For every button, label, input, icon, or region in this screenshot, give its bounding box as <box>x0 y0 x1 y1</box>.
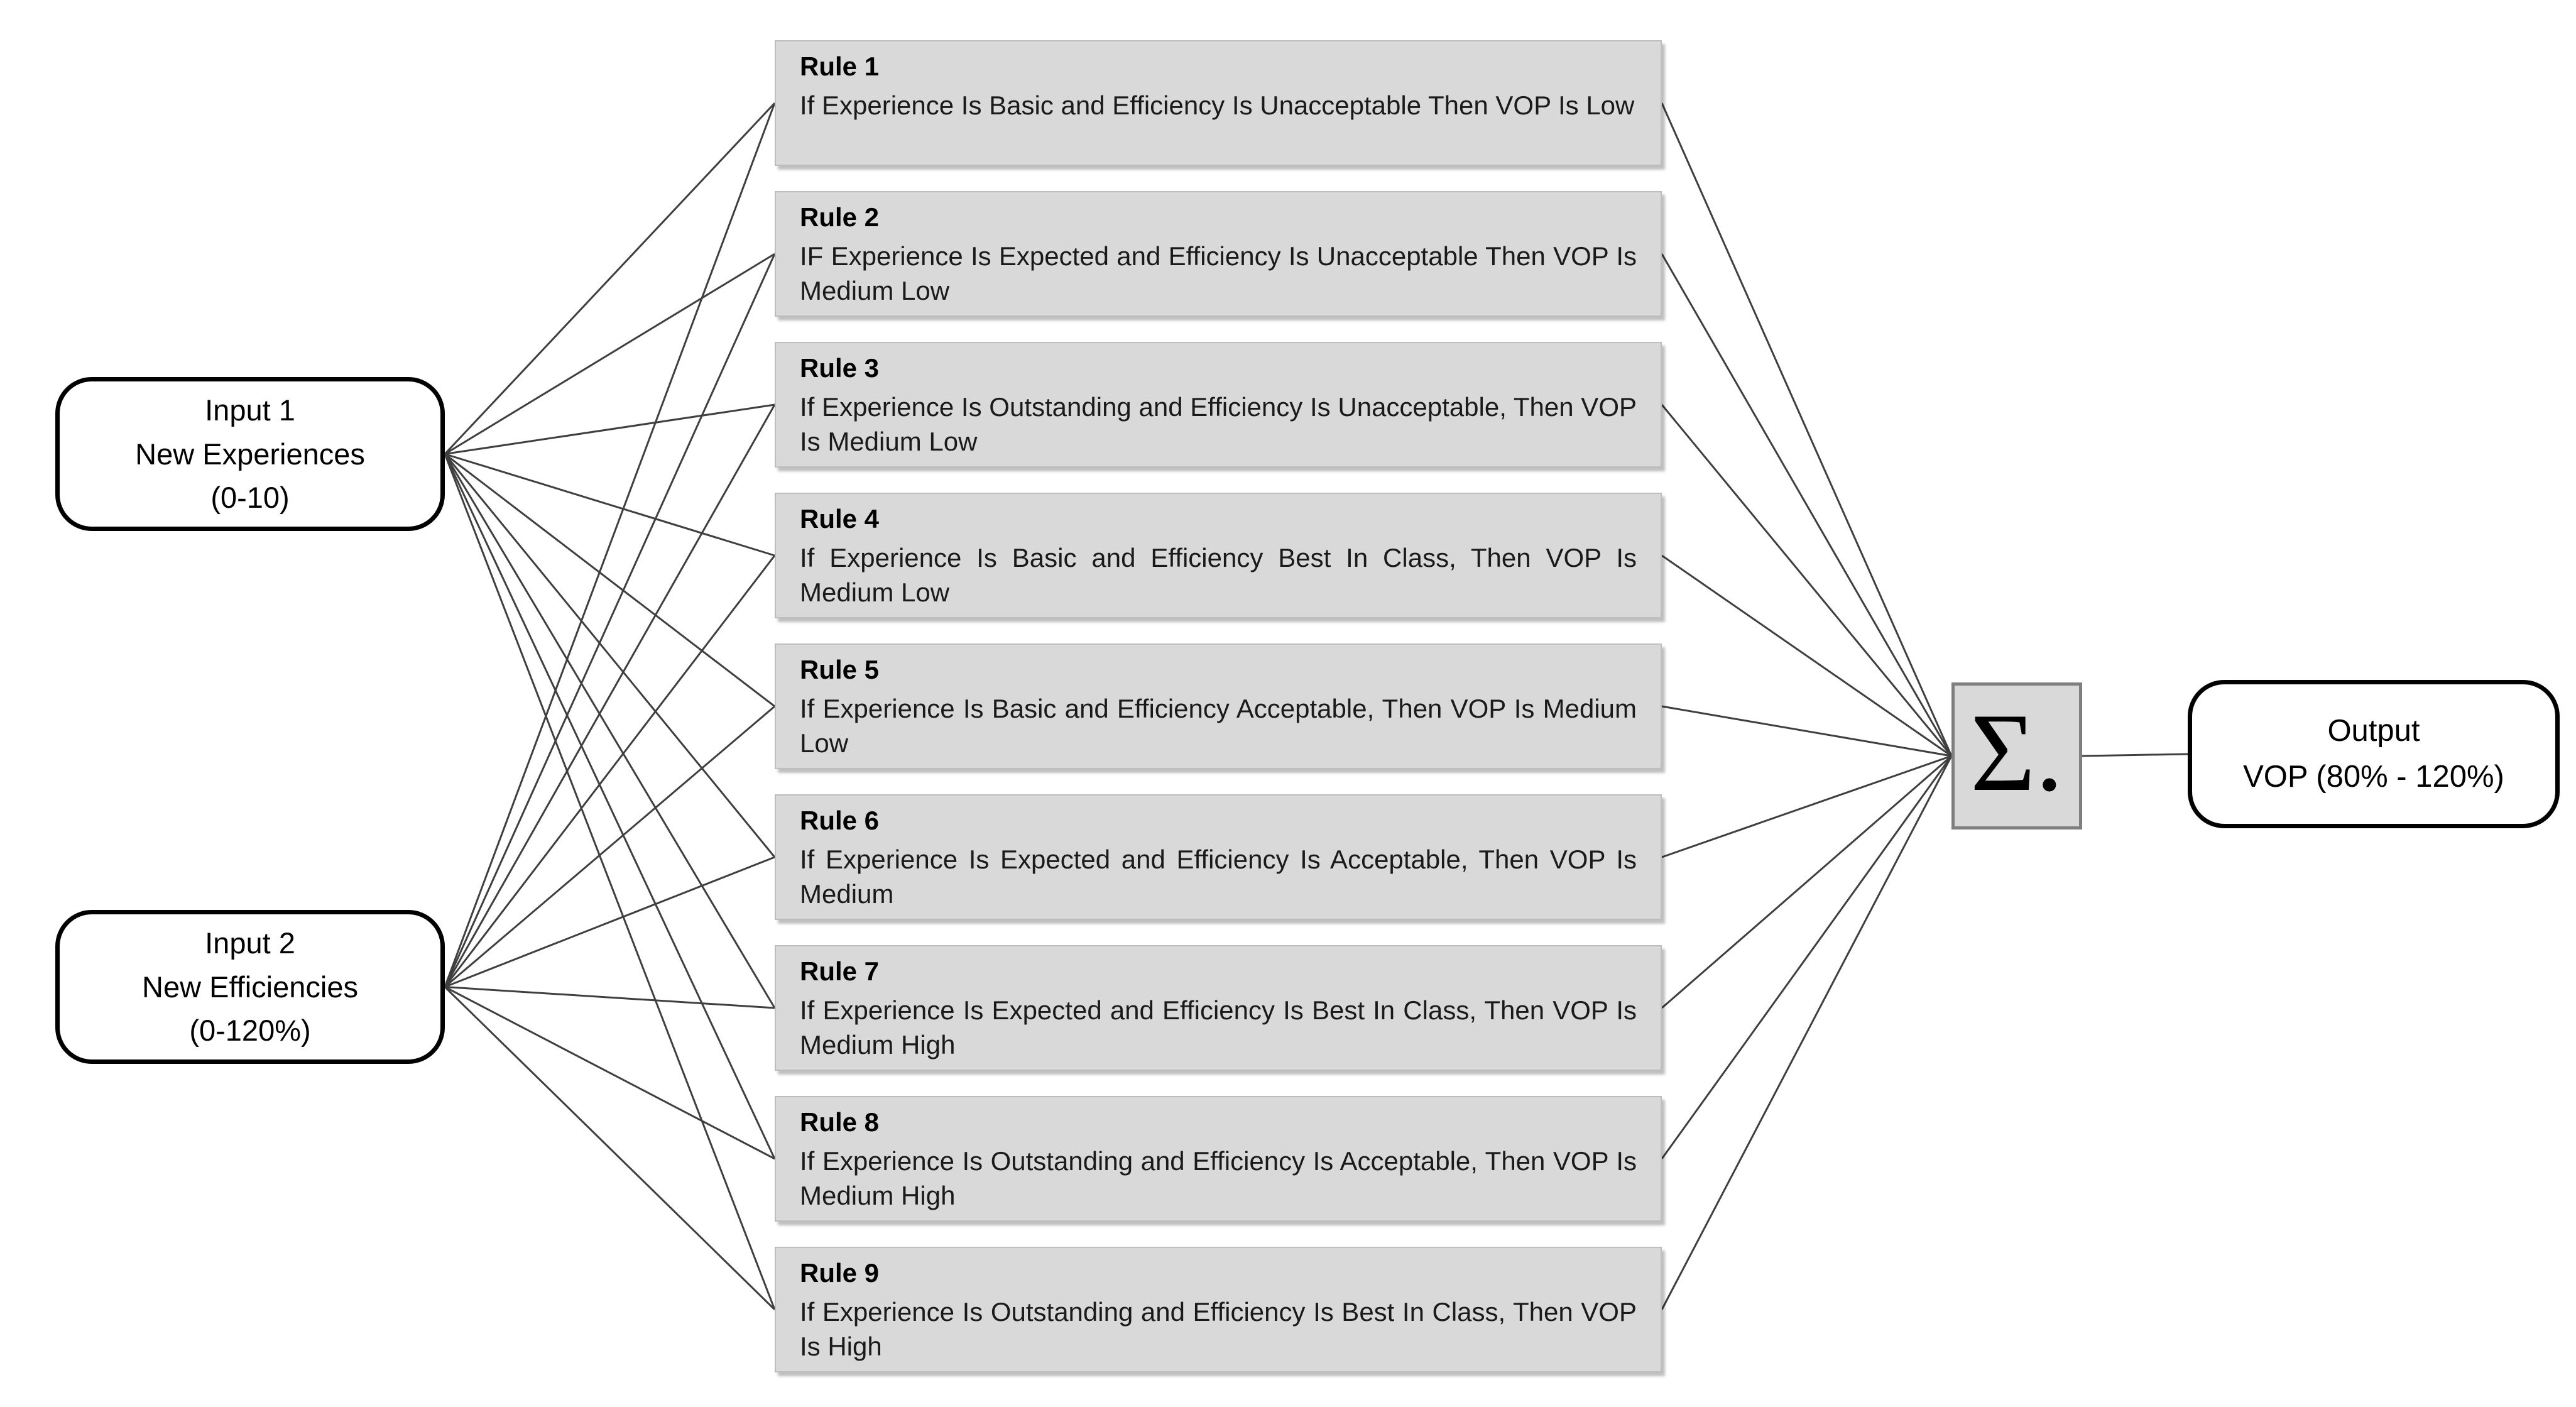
rule-node-4: Rule 4 If Experience Is Basic and Effici… <box>775 493 1662 618</box>
input-2-range: (0-120%) <box>189 1014 311 1048</box>
rule-node-7: Rule 7 If Experience Is Expected and Eff… <box>775 945 1662 1071</box>
output-node: Output VOP (80% - 120%) <box>2188 680 2560 828</box>
output-title: Output <box>2327 714 2420 748</box>
output-label: VOP (80% - 120%) <box>2243 760 2504 794</box>
input-1-label: New Experiences <box>135 437 365 471</box>
rule-node-3: Rule 3 If Experience Is Outstanding and … <box>775 342 1662 468</box>
rule-title: Rule 7 <box>800 956 880 986</box>
rule-title: Rule 2 <box>800 202 880 232</box>
rule-node-1: Rule 1 If Experience Is Basic and Effici… <box>775 40 1662 166</box>
rule-title: Rule 8 <box>800 1107 880 1137</box>
rule-text: If Experience Is Outstanding and Efficie… <box>800 1297 1637 1361</box>
rule-text: If Experience Is Outstanding and Efficie… <box>800 1146 1637 1210</box>
rule-title: Rule 5 <box>800 655 880 684</box>
rule-text: IF Experience Is Expected and Efficiency… <box>800 241 1637 305</box>
rule-node-6: Rule 6 If Experience Is Expected and Eff… <box>775 794 1662 920</box>
rules-column: Rule 1 If Experience Is Basic and Effici… <box>775 40 1662 1398</box>
input-1-title: Input 1 <box>205 393 295 427</box>
rule-text: If Experience Is Basic and Efficiency Be… <box>800 543 1637 607</box>
rule-node-2: Rule 2 IF Experience Is Expected and Eff… <box>775 191 1662 317</box>
rule-title: Rule 6 <box>800 806 880 835</box>
sum-node: Σ. <box>1951 682 2082 829</box>
rule-title: Rule 1 <box>800 52 880 81</box>
rule-text: If Experience Is Basic and Efficiency Is… <box>800 90 1635 120</box>
rule-node-8: Rule 8 If Experience Is Outstanding and … <box>775 1096 1662 1222</box>
rule-text: If Experience Is Expected and Efficiency… <box>800 845 1637 909</box>
rule-text: If Experience Is Expected and Efficiency… <box>800 995 1637 1059</box>
input-1-range: (0-10) <box>210 481 290 515</box>
rule-node-9: Rule 9 If Experience Is Outstanding and … <box>775 1247 1662 1372</box>
rule-title: Rule 4 <box>800 504 880 534</box>
sigma-symbol: Σ. <box>1970 690 2064 814</box>
rule-title: Rule 9 <box>800 1258 880 1288</box>
rule-node-5: Rule 5 If Experience Is Basic and Effici… <box>775 643 1662 769</box>
input-2-label: New Efficiencies <box>142 970 358 1004</box>
rule-title: Rule 3 <box>800 353 880 383</box>
rule-text: If Experience Is Basic and Efficiency Ac… <box>800 694 1637 758</box>
input-1-node: Input 1 New Experiences (0-10) <box>55 377 445 531</box>
input-2-node: Input 2 New Efficiencies (0-120%) <box>55 910 445 1064</box>
input-2-title: Input 2 <box>205 926 295 960</box>
rule-text: If Experience Is Outstanding and Efficie… <box>800 392 1637 456</box>
